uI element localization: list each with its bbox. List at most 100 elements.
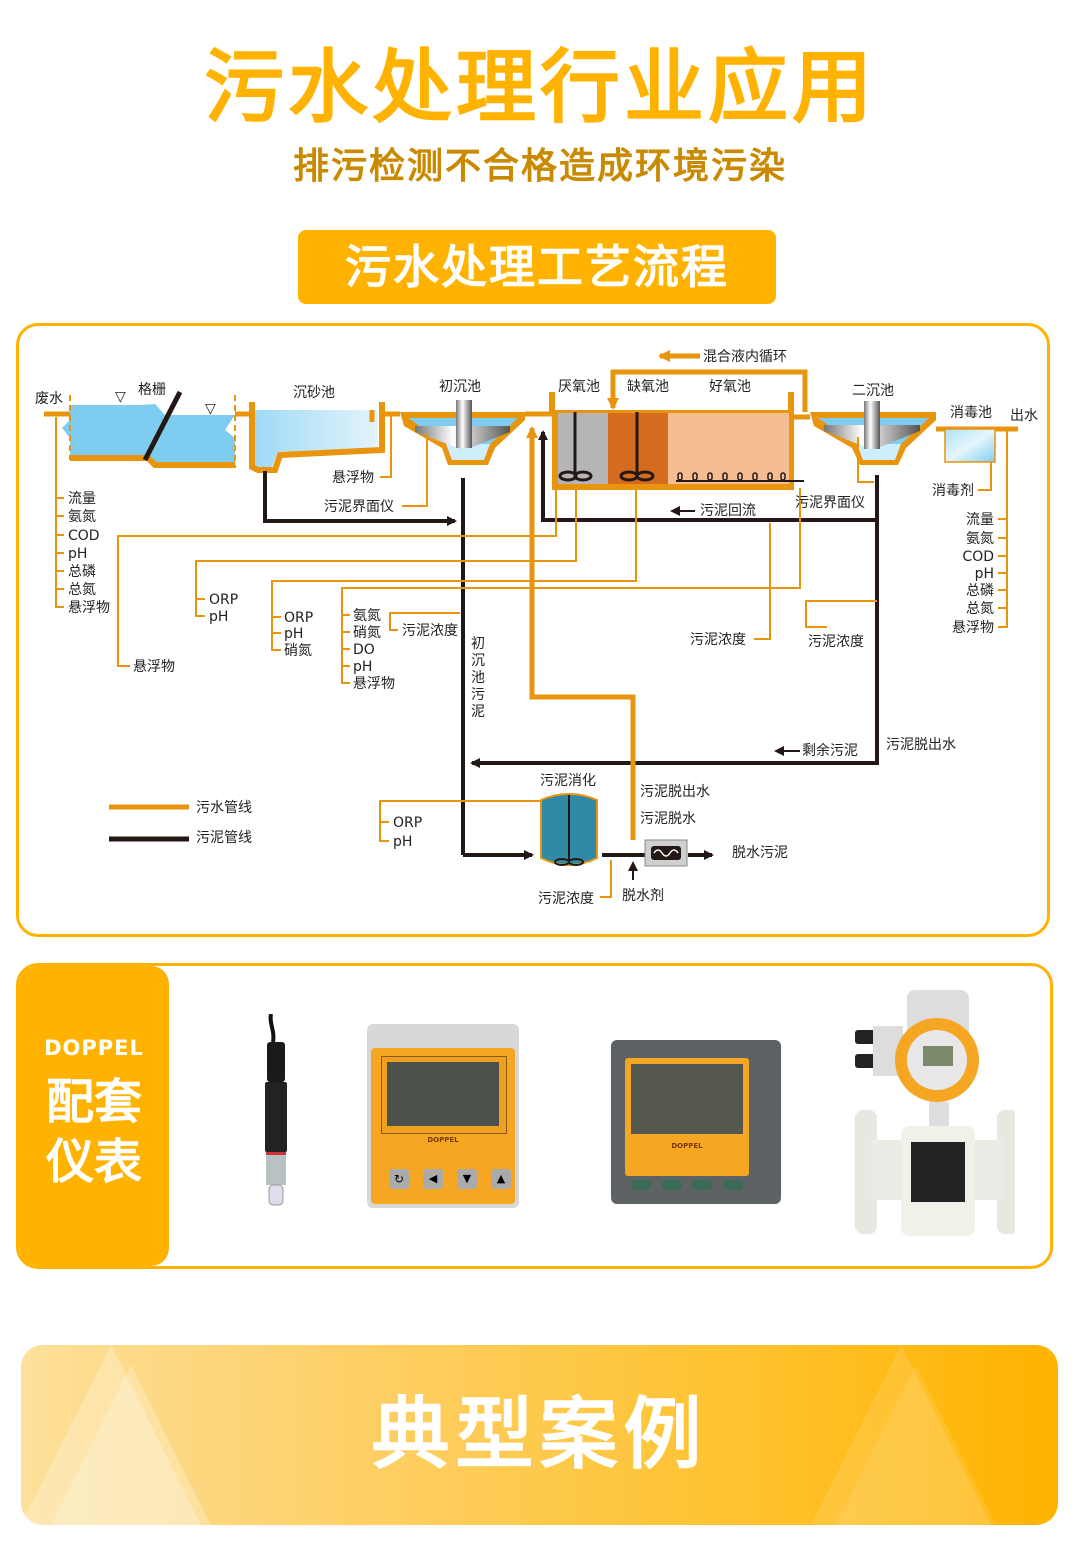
effluent-measure: pH	[975, 566, 994, 582]
label-primary-sludge-3: 池	[471, 670, 485, 686]
page-subtitle: 排污检测不合格造成环境污染	[292, 146, 787, 187]
screen-channel: ▽ ▽	[44, 389, 236, 468]
grit-chamber	[235, 402, 400, 473]
influent-measure: pH	[68, 546, 87, 562]
analyzer-refresh-button[interactable]: ↻	[389, 1169, 409, 1189]
effluent-measure: 氨氮	[966, 531, 994, 547]
panel-button[interactable]	[722, 1180, 743, 1190]
aerobic-mlss-label: 污泥浓度	[402, 623, 458, 639]
page-title: 污水处理行业应用	[204, 41, 876, 134]
label-excess-sludge: 剩余污泥	[802, 742, 858, 759]
outlet-ss-label: 悬浮物	[133, 659, 175, 675]
primary-interface-label: 污泥界面仪	[324, 499, 394, 515]
analyzer-logo: DOPPEL	[427, 1136, 459, 1144]
panel-button[interactable]	[631, 1180, 651, 1190]
aerobic-measure: pH	[353, 659, 372, 675]
label-dewatered-sludge: 脱水污泥	[732, 845, 788, 861]
label-anoxic: 缺氧池	[627, 379, 669, 395]
typical-cases-banner[interactable]: 典型案例	[21, 1345, 1058, 1525]
instruments-label-panel: DOPPEL 配套 仪表	[19, 966, 169, 1266]
measurement-leaders	[55, 416, 1008, 898]
filtrate-return-line	[526, 426, 636, 840]
digester-measure: pH	[393, 834, 412, 850]
panel-button[interactable]	[692, 1180, 713, 1190]
analyzer-left-button[interactable]: ◀	[423, 1169, 443, 1189]
anoxic-measure: pH	[284, 626, 303, 642]
label-dewatering-agent: 脱水剂	[622, 888, 664, 904]
label-dewatering: 污泥脱水	[640, 811, 696, 827]
panel-logo: DOPPEL	[671, 1142, 703, 1150]
aerobic-measure: DO	[353, 642, 375, 658]
banner-decoration	[21, 1345, 201, 1525]
analyzer-up-button[interactable]: ▲	[491, 1169, 511, 1189]
secondary-interface-label: 污泥界面仪	[795, 495, 865, 511]
label-primary-sludge-1: 初	[471, 635, 485, 652]
legend-sludge-label: 污泥管线	[196, 830, 252, 846]
anaerobic-measure: ORP	[209, 592, 238, 608]
effluent-measure: 悬浮物	[952, 620, 994, 636]
typical-cases-title: 典型案例	[371, 1390, 708, 1480]
process-diagram: ▽ ▽ 废水 格栅 沉砂池 初沉池	[35, 349, 1038, 907]
anaerobic-measure: pH	[209, 609, 228, 625]
secondary-clarifier	[810, 401, 936, 465]
screen-bar	[142, 390, 183, 462]
label-disinfection: 消毒池	[950, 405, 992, 421]
svg-text:▽: ▽	[205, 401, 216, 417]
analyzer-down-button[interactable]: ▼	[457, 1169, 477, 1189]
effluent-measure: 总氮	[966, 601, 994, 617]
influent-measure: 总磷	[68, 564, 96, 580]
banner-decoration	[811, 1345, 991, 1525]
effluent-measure: COD	[962, 549, 994, 565]
instruments-title: 配套 仪表	[19, 1072, 169, 1192]
disinfectant-label: 消毒剂	[932, 483, 974, 499]
analyzer-image[interactable]: DOPPEL ↻ ◀ ▼ ▲	[367, 1024, 519, 1208]
svg-text:▽: ▽	[115, 389, 126, 405]
label-digester: 污泥消化	[540, 773, 596, 789]
excess-sludge-conc-label: 污泥浓度	[808, 634, 864, 650]
process-section-badge: 污水处理工艺流程	[298, 230, 776, 304]
aerobic-measure: 硝氮	[353, 625, 381, 641]
panel-controller-image[interactable]: DOPPEL	[611, 1040, 781, 1204]
effluent-measure: 流量	[966, 512, 994, 528]
instruments-title-line2: 仪表	[45, 1134, 142, 1190]
aerobic-measure: 悬浮物	[353, 676, 395, 692]
banner-decoration	[51, 1365, 211, 1525]
label-internal-recycle: 混合液内循环	[703, 349, 787, 365]
anoxic-measure: ORP	[284, 610, 313, 626]
effluent-measure: 总磷	[966, 583, 994, 599]
panel-button[interactable]	[661, 1180, 682, 1190]
instruments-title-line1: 配套	[45, 1074, 142, 1130]
banner-decoration	[836, 1365, 996, 1525]
label-primary-clarifier: 初沉池	[439, 378, 481, 395]
label-screen: 格栅	[138, 382, 166, 398]
label-primary-sludge-4: 污	[471, 687, 485, 703]
label-sludge-filtrate-right: 污泥脱出水	[886, 737, 956, 753]
flowmeter-image[interactable]	[855, 990, 1015, 1236]
label-sludge-return: 污泥回流	[700, 503, 756, 519]
brand-name: DOPPEL	[44, 1036, 144, 1060]
dewatering-press	[644, 839, 688, 867]
digester-conc-label: 污泥浓度	[538, 891, 594, 907]
influent-measure: 氨氮	[68, 509, 96, 525]
aerobic-measure: 氨氮	[353, 608, 381, 624]
label-secondary-clarifier: 二沉池	[852, 383, 894, 399]
aerobic-tank	[668, 413, 789, 484]
label-aerobic: 好氧池	[709, 379, 751, 395]
label-effluent: 出水	[1010, 408, 1038, 424]
digester	[540, 793, 598, 866]
bio-tanks	[525, 350, 810, 490]
label-primary-sludge-2: 沉	[471, 653, 485, 669]
digester-measure: ORP	[393, 815, 422, 831]
label-primary-sludge-5: 泥	[471, 704, 485, 720]
label-grit-chamber: 沉砂池	[293, 385, 335, 401]
instruments-card: DOPPEL 配套 仪表 DOPPEL ↻ ◀ ▼ ▲ DOPPEL	[16, 963, 1053, 1269]
sludge-lines	[263, 430, 879, 860]
legend: 污水管线 污泥管线	[109, 800, 252, 846]
anoxic-measure: 硝氮	[284, 643, 312, 659]
grit-ss-label: 悬浮物	[332, 470, 374, 486]
ph-electrode-image[interactable]	[257, 1014, 297, 1224]
legend-sewage-label: 污水管线	[196, 800, 252, 816]
influent-measure: COD	[68, 528, 100, 544]
disinfection-tank	[936, 426, 1018, 463]
influent-measure: 流量	[68, 491, 96, 507]
